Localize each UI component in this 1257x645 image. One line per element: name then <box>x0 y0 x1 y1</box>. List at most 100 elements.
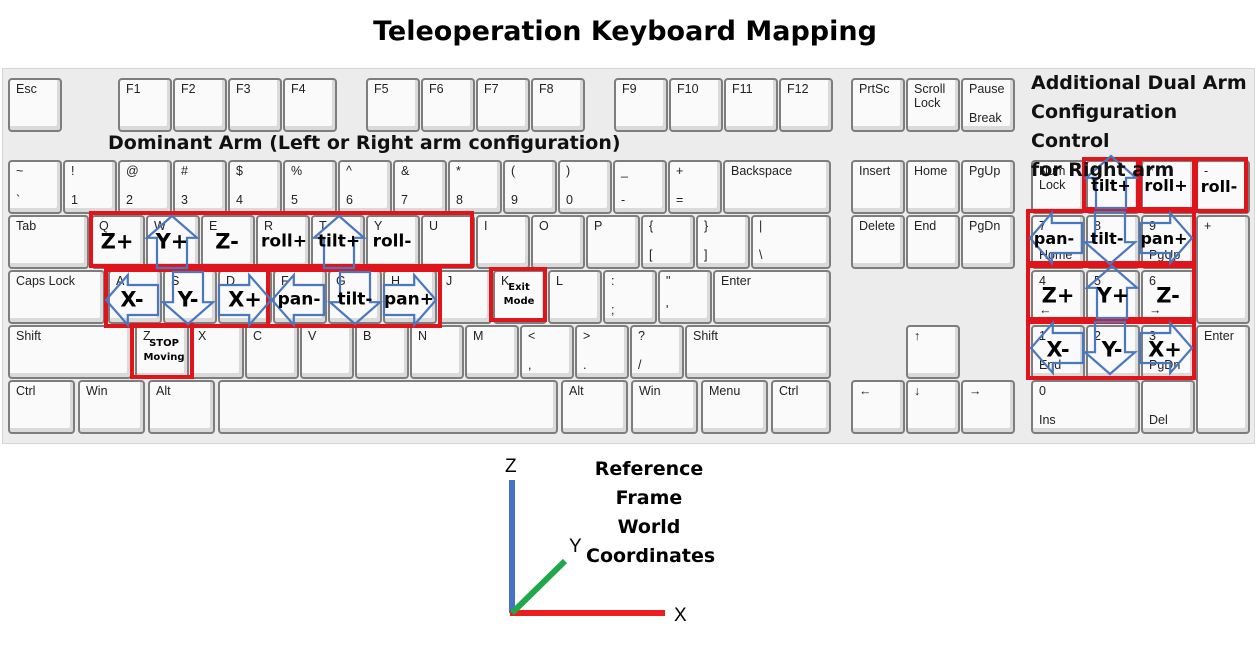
key-rctrl[interactable]: Ctrl <box>771 380 831 434</box>
key-label-top: O <box>539 219 549 233</box>
key-lctrl[interactable]: Ctrl <box>8 380 75 434</box>
key-equals[interactable]: += <box>668 160 722 214</box>
key-num4[interactable]: 4← <box>1031 270 1085 324</box>
key-prtsc[interactable]: PrtSc <box>851 78 905 132</box>
key-semicolon[interactable]: :; <box>603 270 657 324</box>
key-f12[interactable]: F12 <box>779 78 833 132</box>
key-4[interactable]: $4 <box>228 160 282 214</box>
key-space[interactable] <box>218 380 558 434</box>
key-f1[interactable]: F1 <box>118 78 172 132</box>
key-f4[interactable]: F4 <box>283 78 337 132</box>
key-minus[interactable]: _- <box>613 160 667 214</box>
key-w[interactable]: W <box>146 215 200 269</box>
key-quote[interactable]: "' <box>658 270 712 324</box>
key-7[interactable]: &7 <box>393 160 447 214</box>
key-label-top: Shift <box>693 329 719 343</box>
key-u[interactable]: U <box>421 215 475 269</box>
key-lwin[interactable]: Win <box>78 380 145 434</box>
key-label-bottom: Ins <box>1039 413 1056 427</box>
key-period[interactable]: >. <box>575 325 629 379</box>
key-label-top: < <box>528 329 536 343</box>
arrow-right-icon <box>217 272 273 328</box>
key-rbracket[interactable]: }] <box>696 215 750 269</box>
key-comma[interactable]: <, <box>520 325 574 379</box>
key-label-top: + <box>1204 219 1212 233</box>
key-m[interactable]: M <box>465 325 519 379</box>
key-5[interactable]: %5 <box>283 160 337 214</box>
key-f2[interactable]: F2 <box>173 78 227 132</box>
key-numlock[interactable]: Num Lock <box>1031 160 1085 214</box>
key-lbracket[interactable]: {[ <box>641 215 695 269</box>
key-0[interactable]: )0 <box>558 160 612 214</box>
key-8[interactable]: *8 <box>448 160 502 214</box>
key-label-top: F10 <box>677 82 699 96</box>
key-num-dot[interactable]: Del <box>1141 380 1195 434</box>
key-left[interactable]: ← <box>851 380 905 434</box>
key-capslock[interactable]: Caps Lock <box>8 270 105 324</box>
key-label-top: X <box>198 329 207 343</box>
key-f8[interactable]: F8 <box>531 78 585 132</box>
key-rwin[interactable]: Win <box>631 380 698 434</box>
key-backspace[interactable]: Backspace <box>723 160 831 214</box>
key-rshift[interactable]: Shift <box>685 325 831 379</box>
key-f10[interactable]: F10 <box>669 78 723 132</box>
key-enter[interactable]: Enter <box>713 270 831 324</box>
key-home[interactable]: Home <box>906 160 960 214</box>
key-slash[interactable]: ?/ <box>630 325 684 379</box>
key-c[interactable]: C <box>245 325 299 379</box>
key-f5[interactable]: F5 <box>366 78 420 132</box>
key-l[interactable]: L <box>548 270 602 324</box>
key-f6[interactable]: F6 <box>421 78 475 132</box>
key-9[interactable]: (9 <box>503 160 557 214</box>
key-label-top: Enter <box>1204 329 1234 343</box>
key-label-bottom: 1 <box>71 193 78 207</box>
key-label-top: + <box>676 164 684 178</box>
key-2[interactable]: @2 <box>118 160 172 214</box>
key-n[interactable]: N <box>410 325 464 379</box>
key-pgup[interactable]: PgUp <box>961 160 1015 214</box>
key-num6[interactable]: 6→ <box>1141 270 1195 324</box>
key-end[interactable]: End <box>906 215 960 269</box>
key-label-bottom: , <box>528 358 532 372</box>
key-esc[interactable]: Esc <box>8 78 62 132</box>
key-label-top: 3 <box>1149 329 1156 343</box>
key-backslash[interactable]: |\ <box>751 215 831 269</box>
arrow-down-icon <box>1082 320 1138 376</box>
key-delete[interactable]: Delete <box>851 215 905 269</box>
key-ralt[interactable]: Alt <box>561 380 628 434</box>
key-f3[interactable]: F3 <box>228 78 282 132</box>
key-right[interactable]: → <box>961 380 1015 434</box>
key-label-top: ) <box>566 164 571 178</box>
key-p[interactable]: P <box>586 215 640 269</box>
key-lshift[interactable]: Shift <box>8 325 132 379</box>
key-menu[interactable]: Menu <box>701 380 768 434</box>
key-num-plus[interactable]: + <box>1196 215 1250 324</box>
key-label-bottom: 2 <box>126 193 133 207</box>
key-f9[interactable]: F9 <box>614 78 668 132</box>
key-tab[interactable]: Tab <box>8 215 89 269</box>
key-pgdn[interactable]: PgDn <box>961 215 1015 269</box>
key-num-enter[interactable]: Enter <box>1196 325 1250 434</box>
key-insert[interactable]: Insert <box>851 160 905 214</box>
key-backtick[interactable]: ~` <box>8 160 62 214</box>
key-scroll-lock[interactable]: Scroll Lock <box>906 78 960 132</box>
key-num5[interactable]: 5 <box>1086 270 1140 324</box>
key-z[interactable]: Z <box>135 325 189 379</box>
key-label-top: % <box>291 164 303 178</box>
x-axis-label: X <box>674 605 687 626</box>
key-label-top: ^ <box>346 164 352 178</box>
key-label-bottom: / <box>638 358 642 372</box>
key-f7[interactable]: F7 <box>476 78 530 132</box>
key-label-top: PgUp <box>969 164 1001 178</box>
key-y[interactable]: Y <box>366 215 420 269</box>
key-num-star[interactable]: * <box>1141 160 1195 214</box>
key-f11[interactable]: F11 <box>724 78 778 132</box>
key-lalt[interactable]: Alt <box>148 380 215 434</box>
key-up[interactable]: ↑ <box>906 325 960 379</box>
key-down[interactable]: ↓ <box>906 380 960 434</box>
key-label-top: Scroll Lock <box>914 82 946 110</box>
key-1[interactable]: !1 <box>63 160 117 214</box>
key-o[interactable]: O <box>531 215 585 269</box>
